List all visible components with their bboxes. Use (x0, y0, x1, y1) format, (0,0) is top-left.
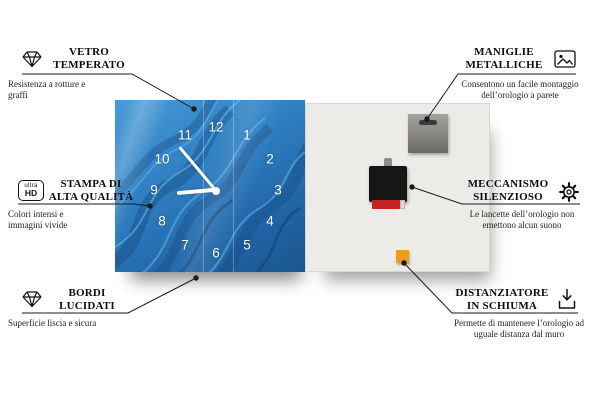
gear-icon (558, 181, 580, 208)
clock-number: 5 (243, 237, 251, 253)
mechanism-hook (384, 158, 392, 167)
title-line: TEMPERATO (53, 58, 125, 71)
clock-number: 12 (208, 119, 224, 135)
clock-number: 10 (154, 151, 170, 167)
title-line: ALTA QUALITÀ (48, 190, 134, 203)
title-line: BORDI (68, 287, 106, 299)
glass-fold-line (203, 100, 204, 272)
clock-number: 11 (177, 127, 193, 143)
diamond-icon (22, 290, 42, 313)
metal-hanger-plate (408, 114, 448, 153)
callout-title-bordi-lucidati: BORDI LUCIDATI (46, 287, 128, 312)
title-line: VETRO (68, 46, 110, 58)
title-line: IN SCHIUMA (466, 299, 538, 312)
callout-desc-stampa-alta-qualita: Colori intensi e immagini vivide (8, 209, 68, 230)
clock-number: 2 (266, 151, 274, 167)
callout-desc-vetro-temperato: Resistenza a rotture e graffi (8, 79, 86, 100)
spacer-arrow-icon (556, 288, 578, 315)
clock-number: 6 (212, 245, 220, 261)
clock-mechanism (369, 166, 407, 202)
clock-number: 8 (158, 213, 166, 229)
foam-spacer (396, 250, 409, 263)
callout-desc-distanziatore-in-schiuma: Permette di mantenere l’orologio ad ugua… (454, 318, 584, 339)
title-line: MANIGLIE (474, 46, 534, 58)
callout-title-vetro-temperato: VETRO TEMPERATO (46, 46, 132, 71)
callout-title-distanziatore-in-schiuma: DISTANZIATORE IN SCHIUMA (452, 287, 552, 312)
callout-desc-bordi-lucidati: Superficie liscia e sicura (8, 318, 97, 328)
battery-cap (400, 200, 405, 209)
title-line: SILENZIOSO (473, 190, 543, 203)
clock-number: 7 (181, 237, 189, 253)
battery (372, 200, 400, 209)
diamond-icon (22, 50, 42, 73)
title-line: STAMPA DI (60, 178, 122, 190)
title-line: METALLICHE (465, 58, 543, 71)
badge-text: HD (24, 188, 38, 199)
clock-front-panel: 12 1 2 3 4 5 6 7 8 9 10 11 (115, 100, 305, 272)
callout-desc-meccanismo-silenzioso: Le lancette dell’orologio non emettono a… (469, 209, 575, 230)
clock-number: 1 (243, 127, 251, 143)
title-line: DISTANZIATORE (455, 287, 549, 299)
callout-title-stampa-alta-qualita: STAMPA DI ALTA QUALITÀ (48, 178, 134, 203)
clock-number: 4 (266, 213, 274, 229)
picture-icon (554, 50, 576, 73)
ultra-hd-icon: ultra HD (18, 180, 44, 201)
callout-title-maniglie-metalliche: MANIGLIE METALLICHE (458, 46, 550, 71)
callout-title-meccanismo-silenzioso: MECCANISMO SILENZIOSO (462, 178, 554, 203)
clock-center-cap (211, 186, 220, 195)
clock-number: 3 (274, 182, 282, 198)
badge-text: ultra (24, 183, 38, 190)
title-line: LUCIDATI (59, 299, 115, 312)
glass-fold-line (233, 100, 234, 272)
clock-number: 9 (150, 182, 158, 198)
callout-desc-maniglie-metalliche: Consentono un facile montaggio dell’orol… (461, 79, 579, 100)
title-line: MECCANISMO (467, 178, 549, 190)
